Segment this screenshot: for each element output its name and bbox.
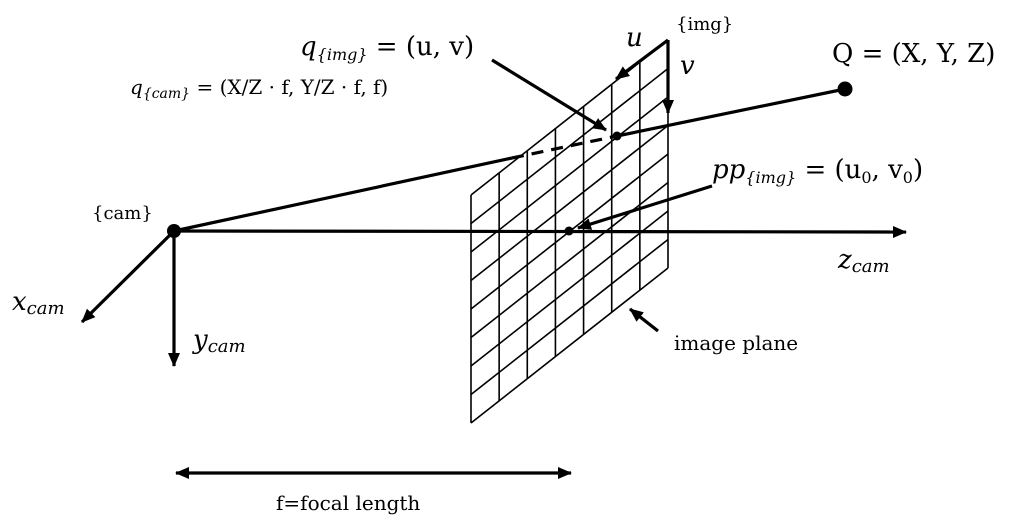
grid-horizontal-line bbox=[470, 238, 669, 396]
q-cam-sub: {cam} bbox=[143, 86, 190, 102]
q-img-label: q{img} = (u, v) bbox=[300, 32, 474, 64]
pp-mid: , v bbox=[872, 155, 904, 185]
grid-horizontal-line bbox=[470, 96, 669, 253]
pp-end: ) bbox=[913, 155, 923, 185]
camera-center-dot bbox=[167, 224, 181, 238]
pp-main: pp bbox=[712, 155, 746, 185]
y-axis-label: ycam bbox=[192, 325, 246, 357]
q-cam-main: q bbox=[130, 75, 143, 99]
pp-v-sub: 0 bbox=[903, 168, 913, 187]
x-axis-main: x bbox=[12, 287, 27, 317]
z-axis-line bbox=[173, 225, 907, 238]
image-plane-pointer-arrow bbox=[629, 307, 659, 333]
grid-horizontal-line bbox=[470, 181, 669, 339]
projection-ray-front bbox=[173, 156, 513, 233]
x-axis-sub: cam bbox=[27, 298, 65, 319]
cam-frame-label: {cam} bbox=[92, 203, 153, 224]
q-img-rest: = (u, v) bbox=[368, 32, 475, 62]
grid-horizontal-line bbox=[470, 210, 669, 367]
x-axis-label: xcam bbox=[12, 287, 65, 319]
point-q-dot bbox=[612, 131, 622, 141]
q-cam-label: q{cam} = (X/Z · f, Y/Z · f, f) bbox=[130, 75, 388, 102]
img-frame-label: {img} bbox=[676, 14, 733, 35]
y-axis-main: y bbox=[192, 325, 208, 355]
u-axis-label: u bbox=[626, 23, 643, 53]
point-Q-label: Q = (X, Y, Z) bbox=[832, 39, 995, 69]
pp-sub: {img} bbox=[745, 168, 796, 187]
grid-horizontal-line bbox=[470, 67, 669, 225]
image-plane-label: image plane bbox=[674, 331, 798, 355]
pp-u-sub: 0 bbox=[861, 168, 871, 187]
pp-rest: = (u bbox=[796, 155, 861, 185]
q-img-main: q bbox=[300, 32, 317, 62]
y-axis-sub: cam bbox=[208, 336, 246, 357]
principal-point-dot bbox=[564, 226, 574, 236]
q-pointer-arrow bbox=[491, 58, 607, 132]
grid-horizontal-line bbox=[470, 124, 669, 282]
q-cam-rest: = (X/Z · f, Y/Z · f, f) bbox=[190, 75, 388, 99]
q-img-sub: {img} bbox=[317, 45, 368, 64]
projection-ray-back bbox=[616, 87, 846, 138]
z-axis-main: z bbox=[837, 245, 852, 275]
x-axis-line bbox=[80, 229, 176, 324]
z-axis-sub: cam bbox=[852, 256, 890, 277]
z-axis-label: zcam bbox=[837, 245, 890, 277]
u-axis-line bbox=[615, 38, 669, 81]
grid-horizontal-line bbox=[470, 267, 669, 424]
focal-length-label: f=focal length bbox=[276, 491, 420, 515]
pp-pointer-arrow bbox=[577, 184, 713, 230]
projection-ray-hidden bbox=[511, 134, 618, 160]
point-Q-dot bbox=[837, 81, 853, 97]
pp-label: pp{img} = (u0, v0) bbox=[712, 155, 923, 187]
v-axis-label: v bbox=[680, 51, 695, 81]
